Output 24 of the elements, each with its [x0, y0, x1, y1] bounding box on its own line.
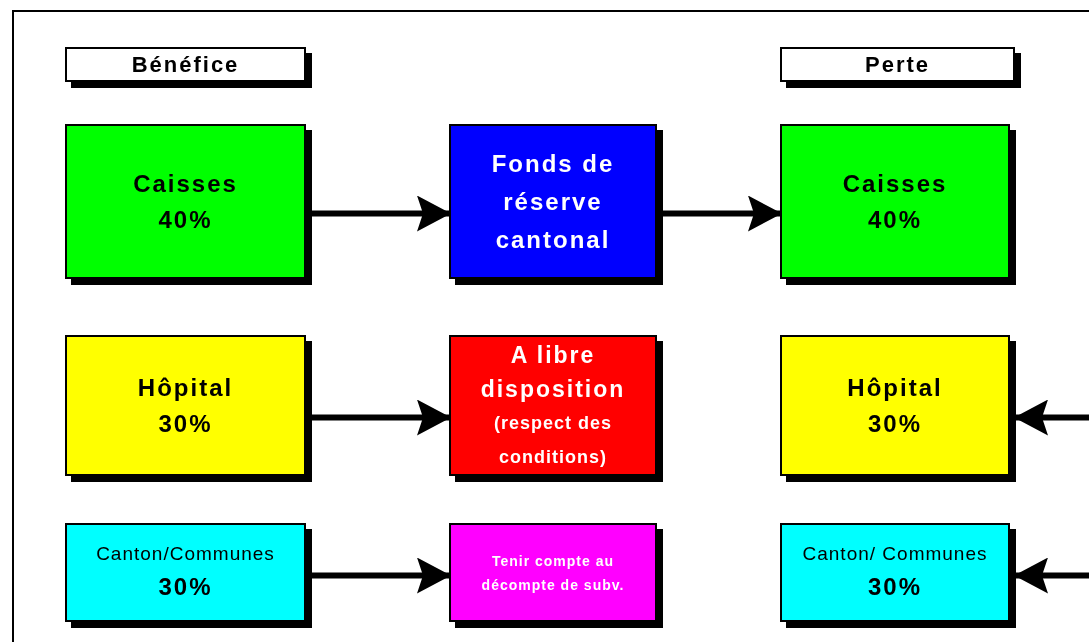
arrow [663, 195, 782, 232]
box-text: Hôpital [847, 372, 943, 403]
box-text: 30% [158, 571, 213, 602]
box-text: 30% [867, 571, 922, 602]
box-text: Tenir compte au décompte de subv. [480, 551, 626, 595]
box-text: A libre disposition [479, 340, 627, 404]
arrow [312, 557, 451, 594]
box-text: Hôpital [137, 372, 234, 403]
box-text: Caisses [842, 168, 948, 199]
box-text: 30% [158, 408, 213, 439]
arrow [1014, 557, 1089, 594]
arrow [312, 399, 451, 436]
arrow [1014, 399, 1089, 436]
box-text: Fonds de réserve cantonal [490, 148, 616, 255]
box-text: 30% [867, 408, 922, 439]
box-text: (respect des conditions) [492, 411, 614, 469]
box-text: Caisses [133, 168, 238, 199]
box-text: 40% [867, 204, 922, 235]
box-text: Bénéfice [131, 51, 240, 79]
box-text: Perte [864, 51, 930, 79]
box-text: Canton/ Communes [802, 542, 988, 567]
arrow [312, 195, 451, 232]
box-text: 40% [158, 204, 213, 235]
box-text: Canton/Communes [96, 542, 275, 567]
